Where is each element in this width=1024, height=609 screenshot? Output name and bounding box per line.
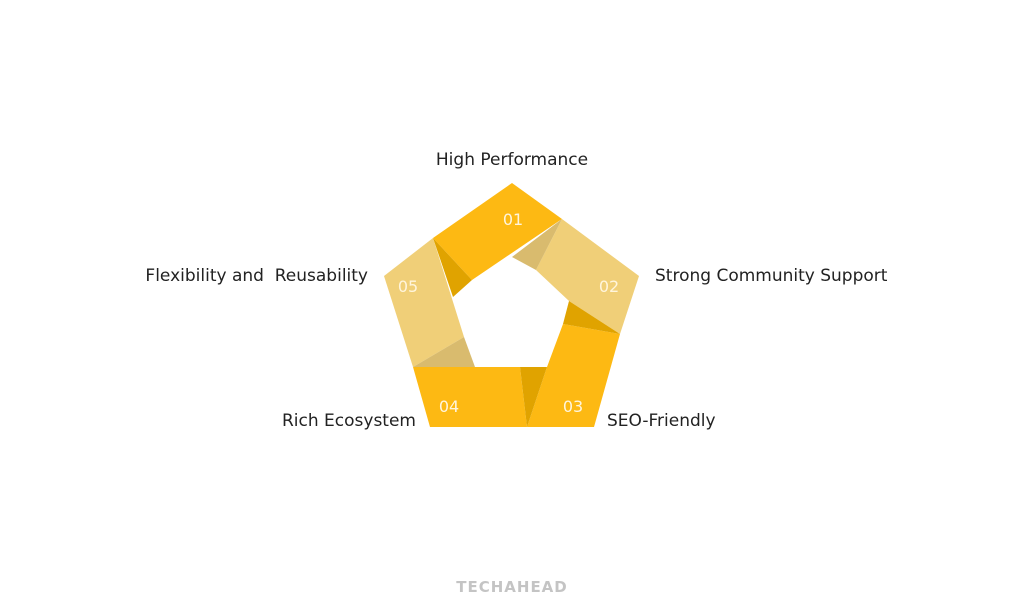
segment-02-shadow — [512, 219, 562, 270]
segment-01-shadow — [433, 238, 472, 297]
segment-04 — [413, 367, 527, 427]
segment-03-shadow — [563, 301, 620, 334]
segment-02 — [536, 219, 639, 334]
segment-04-shadow — [520, 367, 547, 427]
segment-01 — [433, 183, 562, 280]
number-03: 03 — [563, 397, 583, 416]
label-seo-friendly: SEO-Friendly — [607, 411, 716, 431]
number-04: 04 — [439, 397, 459, 416]
segment-05-shadow — [413, 337, 475, 367]
number-05: 05 — [398, 277, 418, 296]
techahead-logo: TECHAHEAD — [456, 578, 568, 596]
label-flexibility-reusability: Flexibility and Reusability — [145, 266, 368, 286]
segment-03 — [527, 324, 620, 427]
segment-05 — [384, 238, 464, 367]
number-02: 02 — [599, 277, 619, 296]
label-rich-ecosystem: Rich Ecosystem — [281, 411, 416, 431]
label-strong-community-support: Strong Community Support — [655, 266, 888, 286]
number-01: 01 — [503, 210, 523, 229]
label-high-performance: High Performance — [435, 150, 589, 170]
